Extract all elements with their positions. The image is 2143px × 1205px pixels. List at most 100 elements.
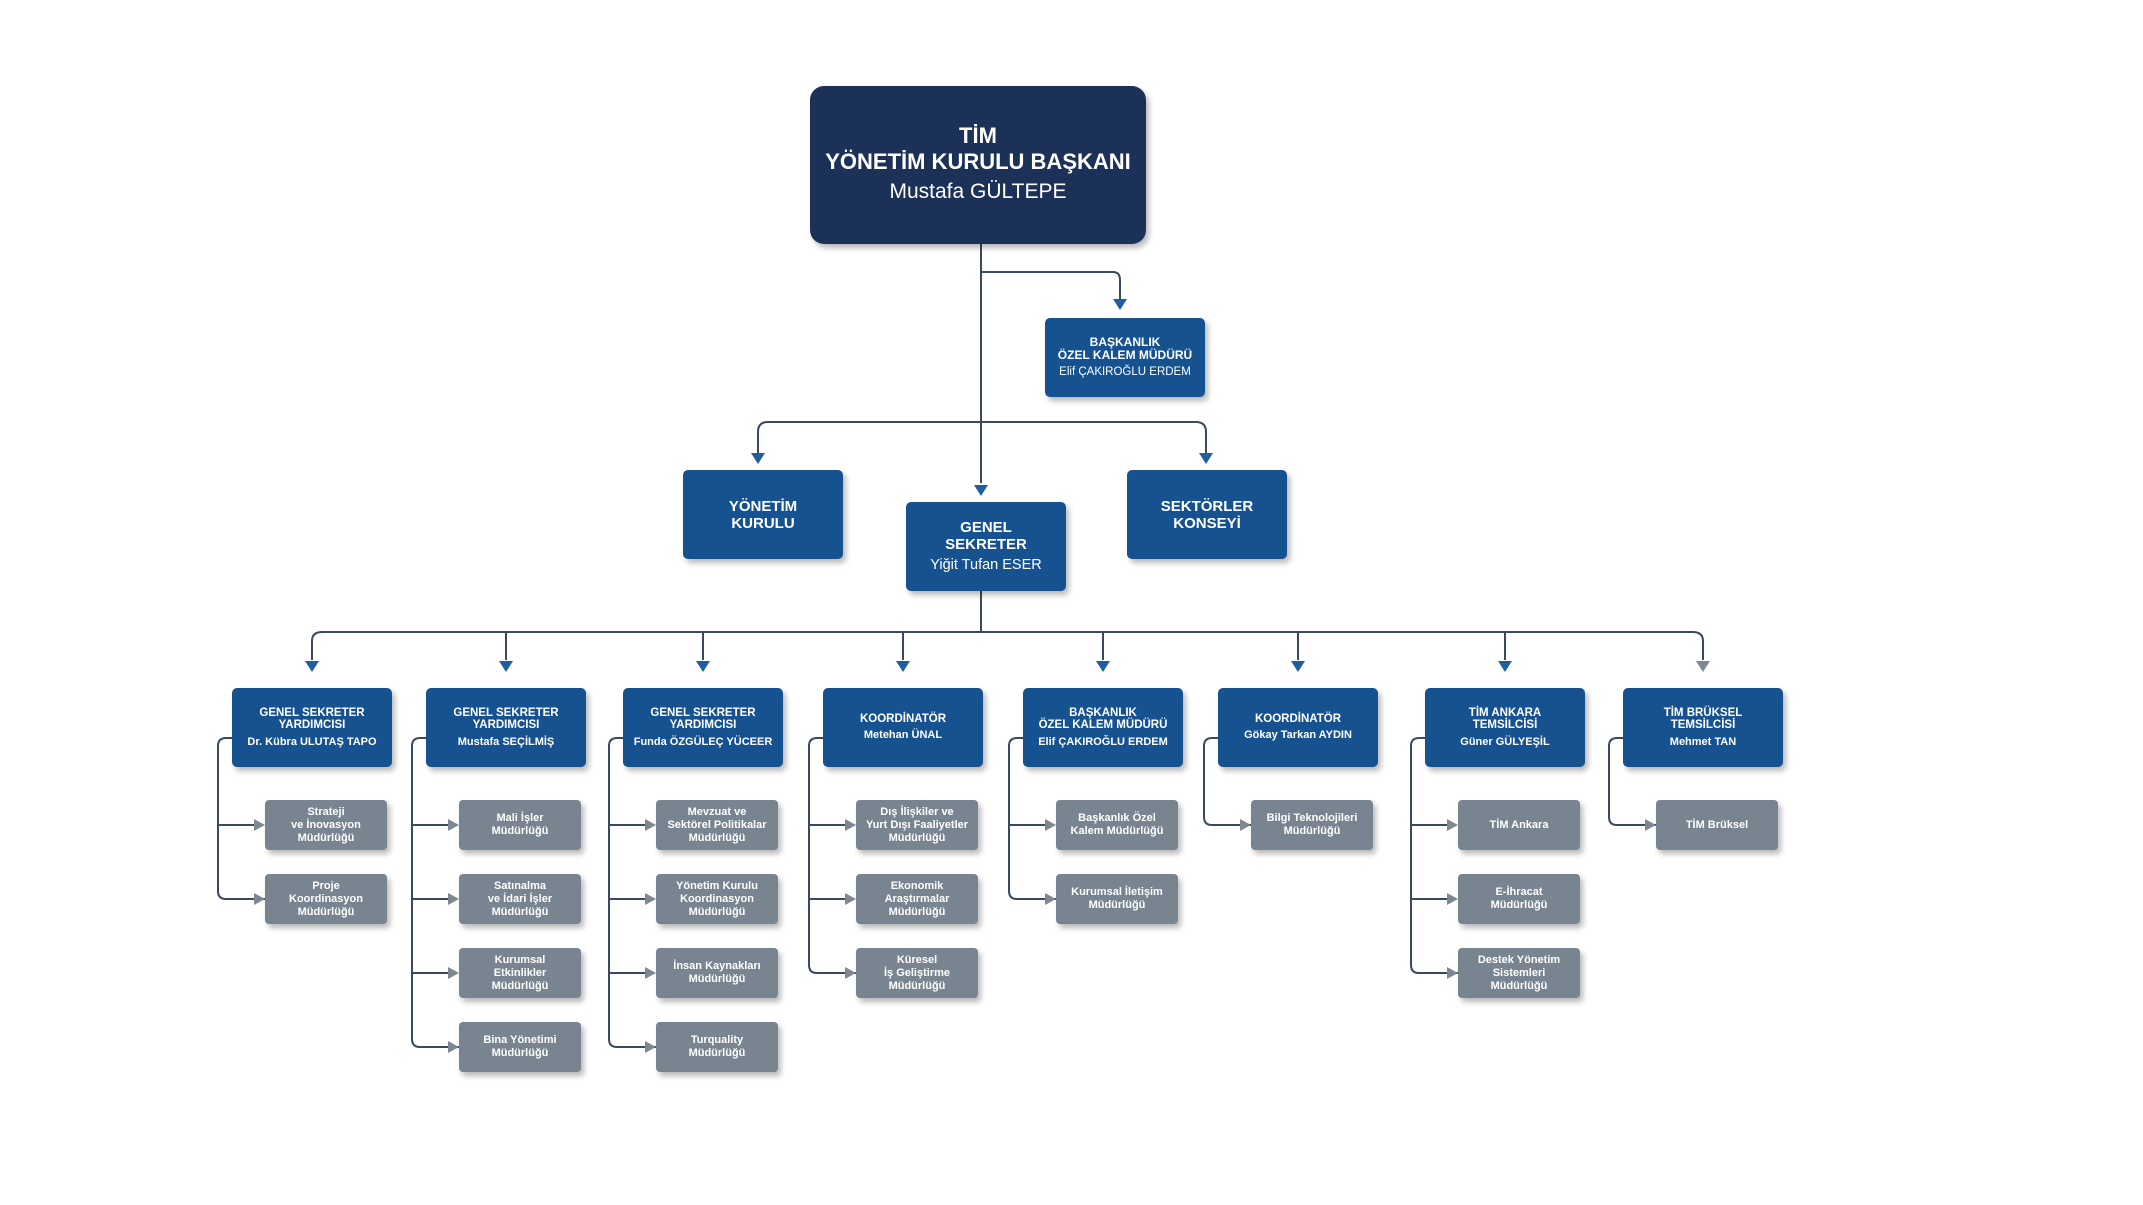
unit-label: Kalem Müdürlüğü — [1070, 825, 1164, 837]
unit-label: TİM Ankara — [1489, 818, 1549, 831]
arrow-down-icon — [1291, 661, 1305, 672]
department-title: KOORDİNATÖR — [1254, 712, 1342, 725]
department-title: YARDIMCISI — [278, 719, 346, 731]
arrow-right-icon — [1447, 893, 1458, 905]
arrow-down-icon — [751, 453, 765, 464]
chairman-title: YÖNETİM KURULU BAŞKANI — [825, 149, 1131, 174]
unit-label: Müdürlüğü — [297, 905, 355, 918]
department-title: TEMSİLCİSİ — [1670, 719, 1736, 731]
board-line2: KURULU — [731, 514, 795, 532]
unit-label: Müdürlüğü — [491, 1047, 549, 1059]
department-head-name: Mehmet TAN — [1669, 735, 1737, 748]
arrow-right-icon — [448, 819, 459, 831]
department-head-name: Metehan ÜNAL — [863, 729, 943, 742]
sectors-council-line1: SEKTÖRLER — [1160, 497, 1254, 515]
arrow-right-icon — [448, 893, 459, 905]
department-title: YARDIMCISI — [669, 719, 737, 731]
unit-label: Müdürlüğü — [491, 979, 549, 992]
connector-line — [311, 631, 1704, 660]
arrow-right-icon — [645, 967, 656, 979]
connector-line — [411, 737, 459, 1048]
arrow-right-icon — [1645, 819, 1656, 831]
department-head-name: Gökay Tarkan AYDIN — [1244, 729, 1352, 742]
unit-label: Müdürlüğü — [888, 831, 946, 844]
private-office-line2: ÖZEL KALEM MÜDÜRÜ — [1057, 347, 1193, 362]
unit-label: Mevzuat ve — [687, 805, 747, 818]
secretary-general-name: Yiğit Tufan ESER — [930, 556, 1042, 573]
department-title: KOORDİNATÖR — [859, 712, 947, 725]
department-head-name: Dr. Kübra ULUTAŞ TAPO — [247, 735, 377, 748]
unit-label: Müdürlüğü — [688, 973, 746, 985]
arrow-right-icon — [645, 893, 656, 905]
unit-label: Strateji — [307, 805, 345, 818]
arrow-right-icon — [845, 893, 856, 905]
unit-label: Sistemleri — [1492, 966, 1546, 979]
arrow-down-icon — [305, 661, 319, 672]
unit-label: Bilgi Teknolojileri — [1266, 812, 1358, 824]
arrow-right-icon — [1045, 893, 1056, 905]
unit-label: İş Geliştirme — [883, 966, 951, 979]
department-title: TEMSİLCİSİ — [1472, 719, 1538, 731]
department-head-name: Funda ÖZGÜLEÇ YÜCEER — [633, 735, 773, 748]
unit-label: Etkinlikler — [493, 966, 547, 979]
department-head-name: Mustafa SEÇİLMİŞ — [457, 735, 555, 748]
unit-label: Müdürlüğü — [1490, 899, 1548, 911]
arrow-right-icon — [448, 967, 459, 979]
connector-line — [217, 737, 265, 900]
secretary-general-line1: GENEL — [960, 518, 1012, 536]
department-title: BAŞKANLIK — [1069, 706, 1137, 719]
department-title: GENEL SEKRETER — [650, 706, 756, 719]
unit-label: TİM Brüksel — [1685, 818, 1749, 831]
connector-line — [1008, 737, 1056, 900]
arrow-down-icon — [896, 661, 910, 672]
connector-line — [608, 737, 656, 1048]
private-office-line1: BAŞKANLIK — [1089, 334, 1161, 349]
unit-label: Proje — [312, 879, 340, 892]
unit-label: E-İhracat — [1495, 886, 1543, 898]
unit-label: Koordinasyon — [289, 892, 363, 905]
unit-label: Destek Yönetim — [1477, 953, 1561, 966]
arrow-right-icon — [254, 819, 265, 831]
arrow-right-icon — [645, 1041, 656, 1053]
unit-label: Müdürlüğü — [1283, 825, 1341, 837]
unit-label: İnsan Kaynakları — [673, 960, 761, 972]
unit-label: Sektörel Politikalar — [667, 818, 767, 831]
connector-line — [981, 271, 1121, 300]
unit-label: Yurt Dışı Faaliyetler — [865, 818, 969, 831]
unit-box: TİM Ankara — [1458, 800, 1580, 850]
unit-label: Mali İşler — [496, 812, 544, 824]
arrow-right-icon — [1240, 819, 1251, 831]
unit-label: Bina Yönetimi — [483, 1034, 557, 1046]
unit-label: Kurumsal — [494, 953, 546, 966]
unit-label: Başkanlık Özel — [1078, 812, 1156, 824]
unit-label: ve İdari İşler — [487, 892, 553, 905]
unit-label: Turquality — [690, 1034, 744, 1046]
arrow-down-icon — [1096, 661, 1110, 672]
chairman-name: Mustafa GÜLTEPE — [889, 180, 1067, 203]
arrow-right-icon — [845, 967, 856, 979]
sectors-council-line2: KONSEYİ — [1173, 514, 1241, 532]
chairman-org: TİM — [959, 123, 997, 148]
arrow-down-icon — [974, 485, 988, 496]
unit-label: Müdürlüğü — [1088, 899, 1146, 911]
secretary-general-box: GENEL SEKRETER Yiğit Tufan ESER — [906, 502, 1066, 591]
board-box: YÖNETİM KURULU — [683, 470, 843, 559]
unit-label: Müdürlüğü — [491, 905, 549, 918]
department-title: ÖZEL KALEM MÜDÜRÜ — [1038, 719, 1168, 731]
